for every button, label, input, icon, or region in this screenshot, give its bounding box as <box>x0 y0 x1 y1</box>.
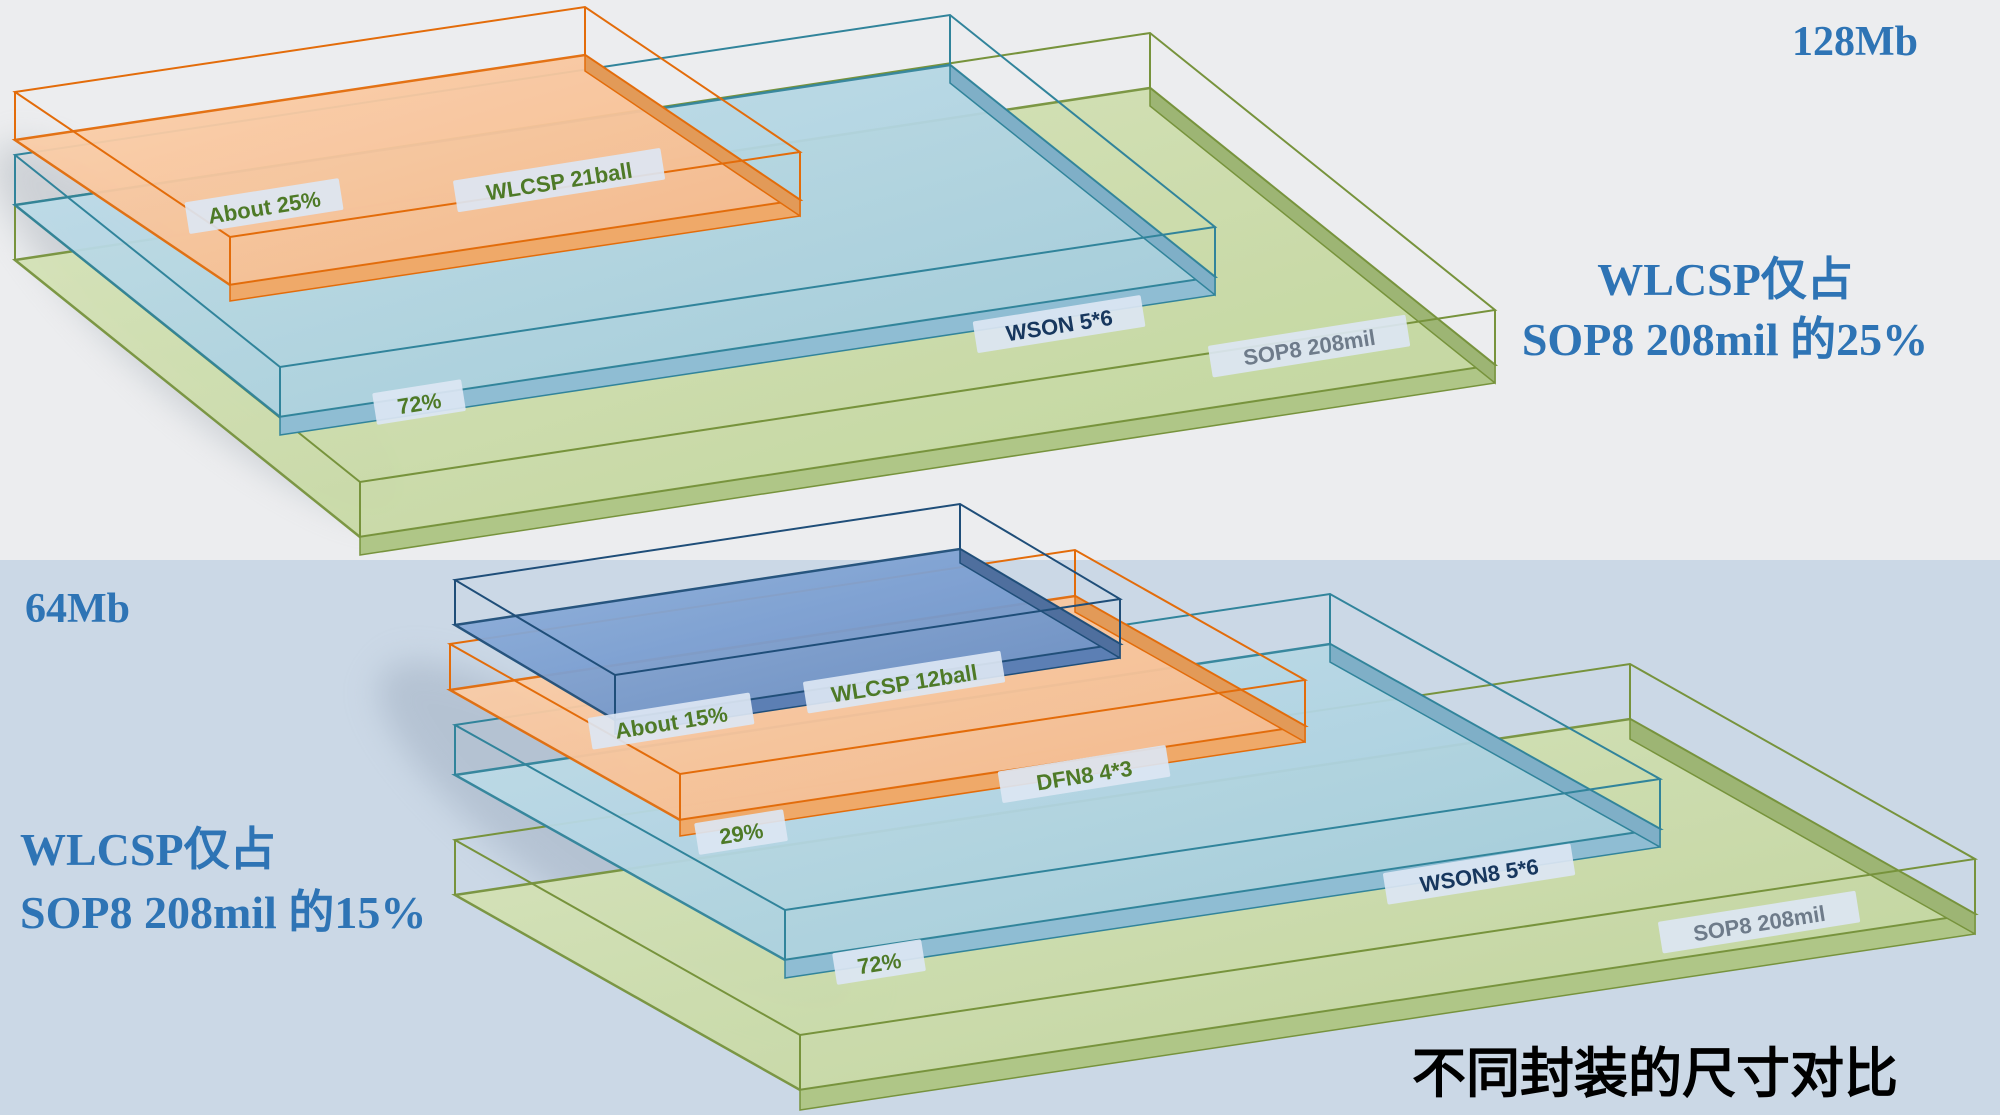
label-bg <box>803 650 1006 714</box>
wlcsp-side-face <box>584 53 801 218</box>
wlcsp-side-face <box>959 547 1121 660</box>
label-bg <box>587 692 755 750</box>
note-top-line2: SOP8 208mil 的25% <box>1522 314 1928 365</box>
label-bottom-wson-share: 72% <box>832 939 926 985</box>
label-bg <box>972 295 1146 353</box>
label-bottom-dfn8-share: 29% <box>694 809 788 855</box>
label-bg <box>1658 890 1861 954</box>
label-bg <box>453 148 665 213</box>
sop8-side-face <box>1629 717 1976 936</box>
label-bg <box>832 939 926 985</box>
label-bg <box>1208 314 1411 378</box>
label-bg <box>997 745 1171 803</box>
note-top-line1: WLCSP仅占 <box>1597 254 1853 305</box>
note-bottom-line2: SOP8 208mil 的15% <box>20 887 426 938</box>
capacity-128mb: 128Mb <box>1792 19 1918 65</box>
label-bg <box>1383 843 1576 905</box>
label-bg <box>184 178 344 234</box>
panel-128mb: About 25% WLCSP 21ball WSON 5*6 72% SOP8… <box>0 5 1928 556</box>
sop8-side-face <box>1149 86 1496 385</box>
slide-title: 不同封装的尺寸对比 <box>1412 1044 1898 1104</box>
panel-64mb: About 15% WLCSP 12ball DFN8 4*3 29% WSON… <box>20 502 1979 1111</box>
label-bg <box>694 809 788 855</box>
capacity-64mb: 64Mb <box>25 586 130 632</box>
wson-side-face <box>1329 642 1661 849</box>
label-top-wson-share: 72% <box>372 379 466 425</box>
label-bg <box>372 379 466 425</box>
note-bottom-line1: WLCSP仅占 <box>20 824 276 875</box>
